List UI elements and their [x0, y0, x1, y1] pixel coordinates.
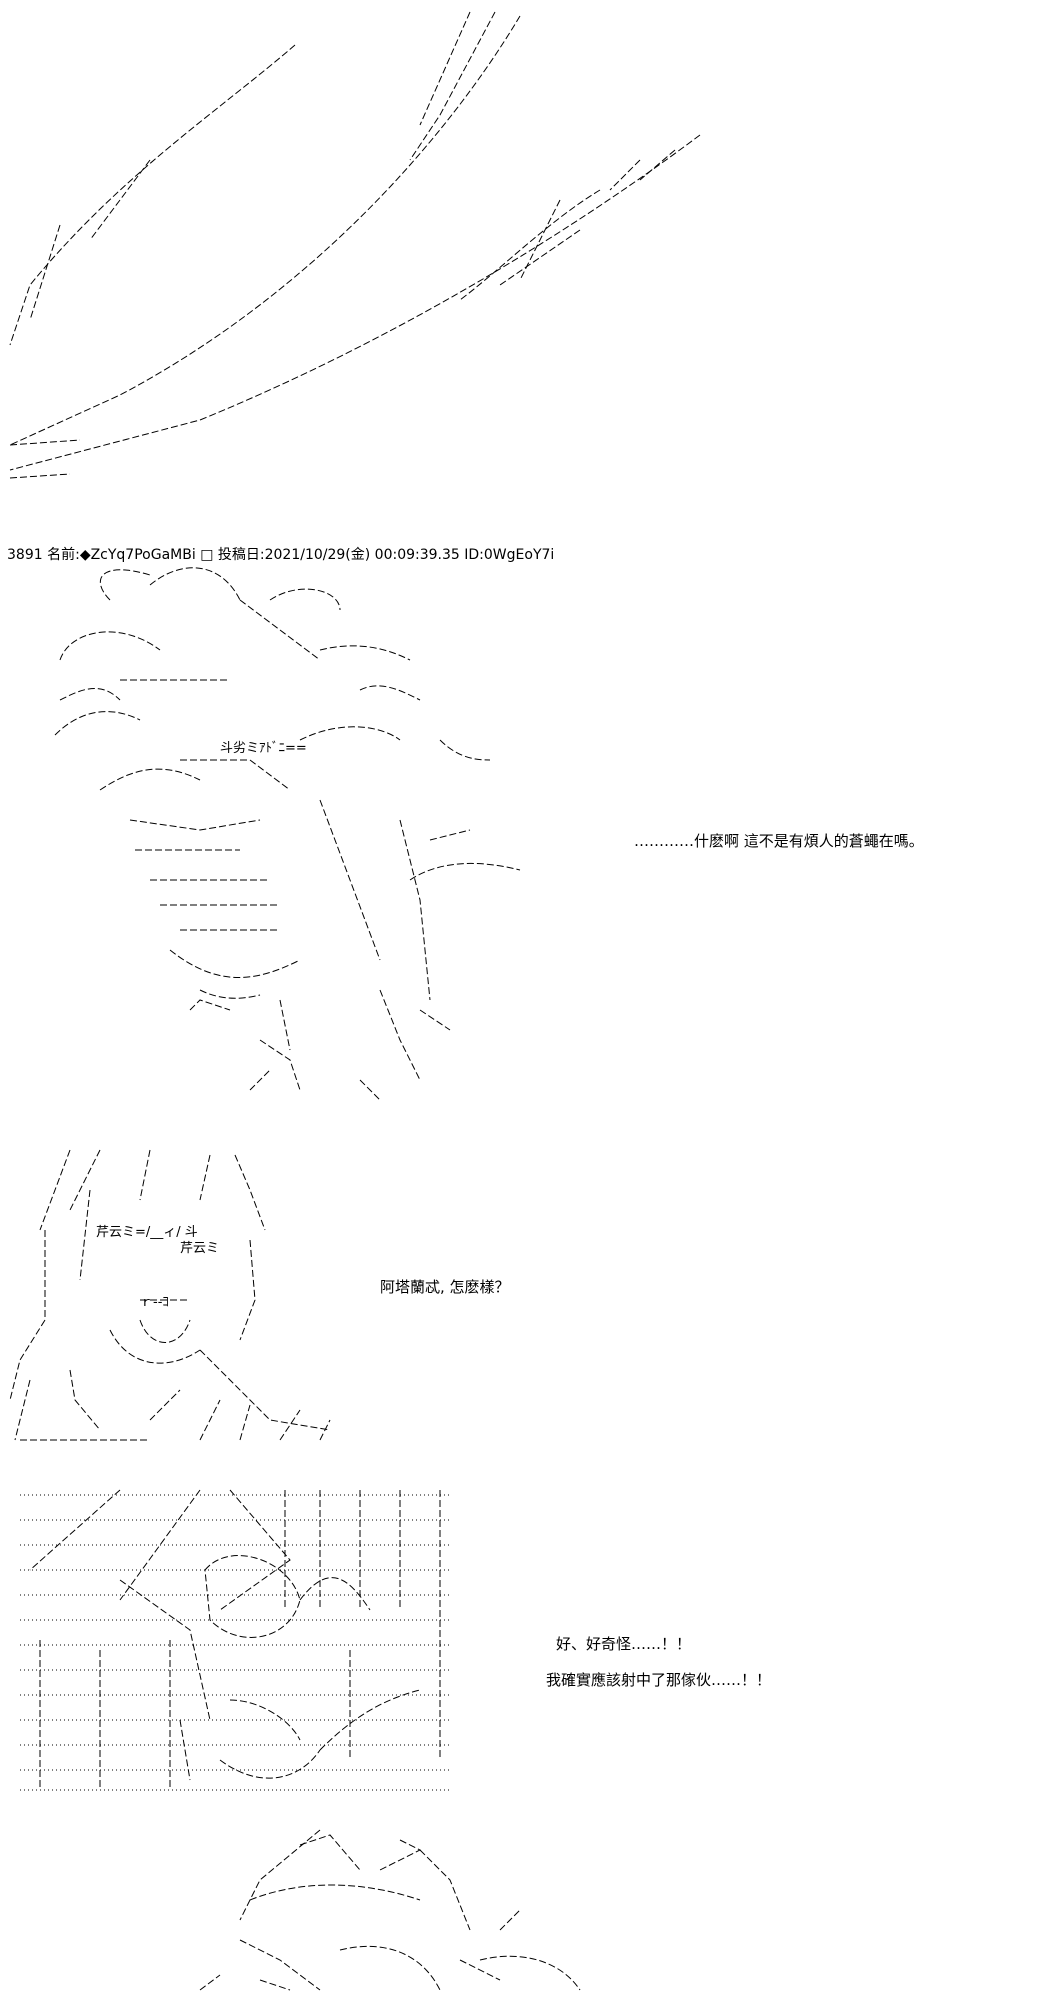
name-label: 名前: [47, 547, 80, 563]
post-date: 2021/10/29(金) 00:09:39.35 [264, 547, 460, 563]
art-inline-text: 芹云ミ=/__ィ/ 斗 [96, 1225, 198, 1240]
dialogue-line: 好、好奇怪……！！ [556, 1635, 692, 1653]
dialogue-line: 阿塔蘭忒, 怎麽樣？ [380, 1278, 510, 1296]
poster-id[interactable]: ID:0WgEoY7i [464, 547, 555, 563]
art-inline-text: 芹云ミ [180, 1241, 219, 1256]
art-inline-text: ｒ--ｺ [140, 1295, 169, 1310]
character-surprised-panel [20, 1489, 450, 1791]
sfx-text: 斗劣ミｱﾄﾞﾆ== [220, 741, 307, 756]
date-label: 投稿日: [217, 547, 265, 563]
dialogue-line: …………什麽啊 這不是有煩人的蒼蠅在嗎。 [634, 832, 924, 850]
post-number: 3891 [7, 547, 43, 563]
poster-tripcode[interactable]: ◆ZcYq7PoGaMBi [79, 547, 196, 563]
character-shout-panel [9, 1149, 331, 1441]
dialogue-line: 我確實應該射中了那傢伙……！！ [546, 1671, 772, 1689]
post-header: 3891 名前:◆ZcYq7PoGaMBi □ 投稿日:2021/10/29(金… [7, 544, 554, 564]
missing-glyph-icon: □ [200, 547, 214, 563]
speed-lines-panel [9, 11, 701, 479]
character-bottom-panel [199, 1829, 581, 1991]
character-face-panel [54, 567, 521, 1101]
